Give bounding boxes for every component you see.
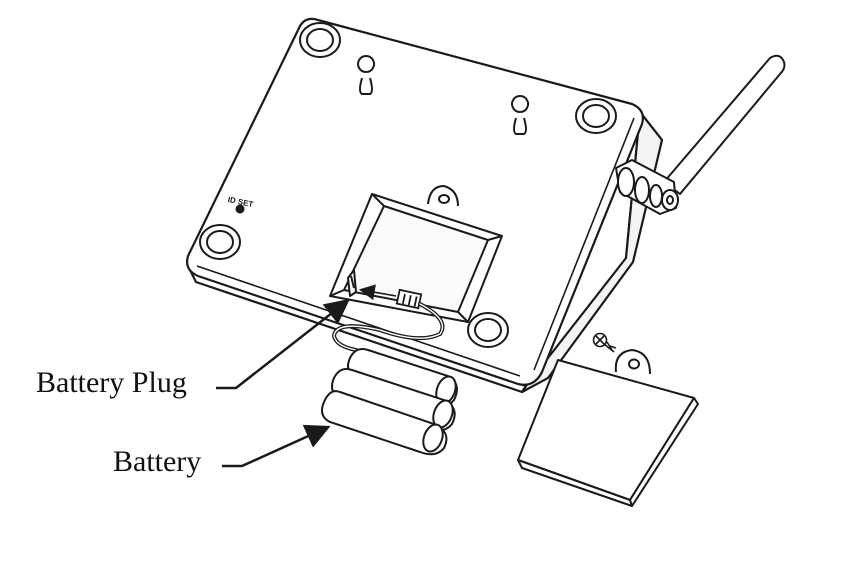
antenna-rod — [663, 54, 786, 195]
antenna — [615, 54, 786, 215]
device-base-unit — [186, 17, 664, 394]
callout-leaders — [216, 298, 350, 468]
foot-bottom-right — [467, 312, 509, 348]
battery-cell-middle — [331, 368, 456, 432]
battery-plug — [395, 288, 423, 310]
foot-top-right — [575, 98, 617, 134]
keyhole-right — [511, 95, 529, 135]
battery-pack — [321, 348, 458, 456]
battery-cell-bottom — [321, 390, 448, 456]
foot-top-left — [299, 22, 341, 58]
battery-label: Battery — [113, 445, 202, 478]
battery-wires — [331, 302, 445, 352]
battery-cover — [517, 349, 699, 507]
battery-plug-label: Battery Plug — [36, 366, 187, 399]
keyhole-left — [357, 55, 375, 95]
wall-mount-keyholes — [357, 55, 529, 135]
cover-screw — [592, 332, 617, 353]
id-set-button — [235, 204, 245, 214]
insert-direction-arrow — [358, 284, 397, 301]
foot-bottom-left — [199, 224, 241, 260]
antenna-connector — [615, 159, 679, 215]
leader-battery-plug — [216, 298, 350, 390]
rubber-feet — [199, 22, 617, 348]
leader-battery — [222, 424, 331, 468]
